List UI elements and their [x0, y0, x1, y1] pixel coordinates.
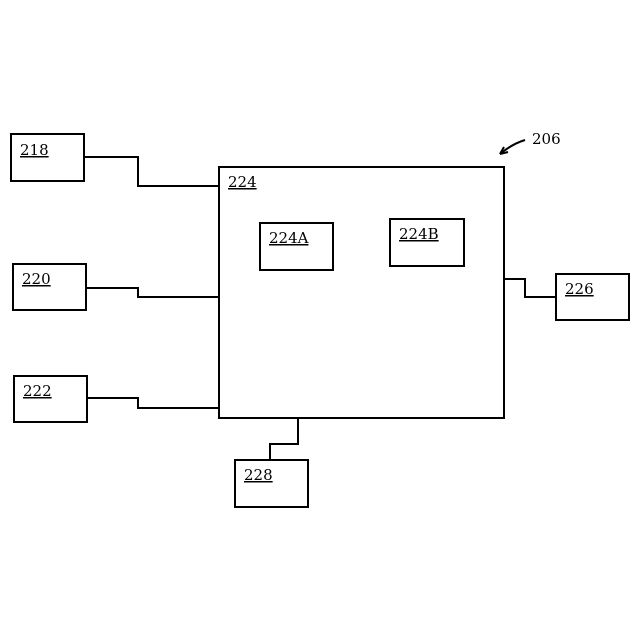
block-220-label: 220 — [22, 270, 51, 288]
block-222: 222 — [14, 376, 87, 422]
block-226-label: 226 — [565, 280, 594, 298]
reference-arrow — [500, 140, 525, 154]
block-228: 228 — [235, 460, 308, 507]
block-224-label: 224 — [228, 173, 257, 191]
block-224B: 224B — [390, 219, 464, 266]
block-224: 224 — [219, 167, 504, 418]
block-220: 220 — [13, 264, 86, 310]
block-218: 218 — [11, 134, 84, 181]
wire-224-to-228 — [270, 418, 298, 460]
block-226: 226 — [556, 274, 629, 320]
reference-numeral-206: 206 — [532, 130, 561, 148]
block-218-label: 218 — [20, 141, 49, 159]
block-224A: 224A — [260, 223, 333, 270]
wire-222-to-224 — [87, 398, 219, 408]
block-222-label: 222 — [23, 382, 52, 400]
block-224A-label: 224A — [269, 229, 309, 247]
wire-224-to-226 — [504, 279, 556, 297]
wire-218-to-224 — [84, 157, 219, 186]
block-224B-label: 224B — [399, 225, 439, 243]
wire-220-to-224 — [86, 288, 219, 297]
block-228-label: 228 — [244, 466, 273, 484]
